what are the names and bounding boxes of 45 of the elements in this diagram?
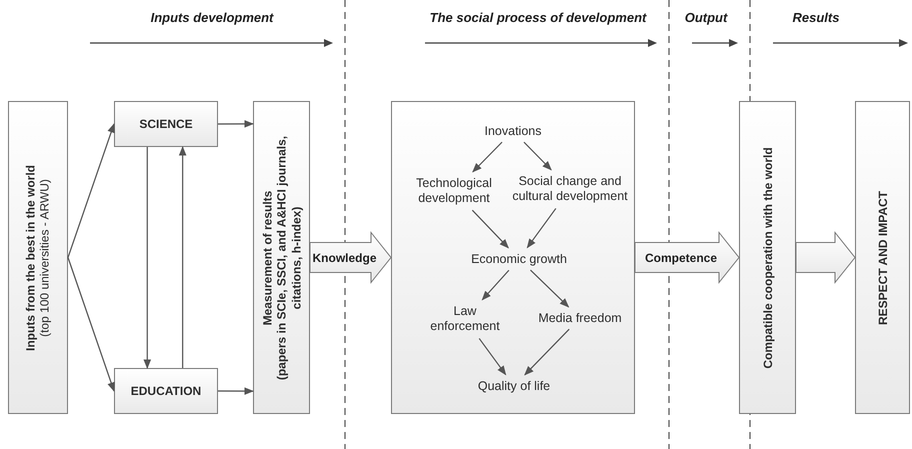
phase-heading: Inputs development (150, 10, 274, 25)
flow-text: Inovations (484, 124, 542, 138)
block-arrow (310, 231, 392, 284)
phase-heading: Results (792, 10, 840, 25)
arrow (218, 120, 254, 128)
process-box (253, 101, 310, 414)
block-arrow (796, 231, 856, 284)
vertical-box-label: Inputs from the best in the world (24, 164, 38, 350)
flow-text: Quality of life (478, 378, 550, 394)
arrow (526, 208, 556, 248)
arrow (178, 146, 186, 368)
process-box (855, 101, 910, 414)
flow-text: Law enforcement (429, 304, 501, 334)
arrow (524, 142, 552, 171)
process-box (114, 368, 218, 414)
vertical-box-label: RESPECT AND IMPACT (875, 190, 890, 325)
arrow (530, 270, 570, 308)
block-arrow (634, 231, 740, 284)
flow-text: Technological development (415, 176, 493, 206)
phase-heading: Output (684, 10, 728, 25)
vertical-box-label: Compatible cooperation with the world (760, 146, 775, 368)
process-box (739, 101, 796, 414)
edge-label: Competence (644, 250, 718, 264)
edge-label: Knowledge (312, 250, 376, 264)
process-box (391, 101, 635, 414)
phase-heading: The social process of development (430, 10, 646, 25)
arrow (67, 257, 115, 392)
flow-text: Economic growth (471, 252, 567, 266)
arrow (472, 142, 502, 173)
vertical-box-label: Measurement of results (260, 190, 274, 325)
vertical-box-label: (top 100 universities - ARWU) (38, 178, 52, 336)
arrow (472, 210, 509, 249)
flow-text: Media freedom (538, 310, 622, 326)
arrow (218, 387, 254, 395)
box-label: SCIENCE (139, 116, 193, 132)
vertical-box-label: (papers in SCIe, SSCI, and A&HCI journals, citations, h-index) (274, 134, 304, 382)
process-box (114, 101, 218, 147)
process-box (8, 101, 68, 414)
arrow (143, 147, 152, 369)
flow-text: Social change and cultural development (511, 174, 629, 204)
arrow (478, 338, 506, 376)
arrow (482, 270, 510, 300)
arrow (524, 328, 570, 376)
box-label: EDUCATION (130, 384, 202, 398)
arrow (67, 123, 115, 258)
